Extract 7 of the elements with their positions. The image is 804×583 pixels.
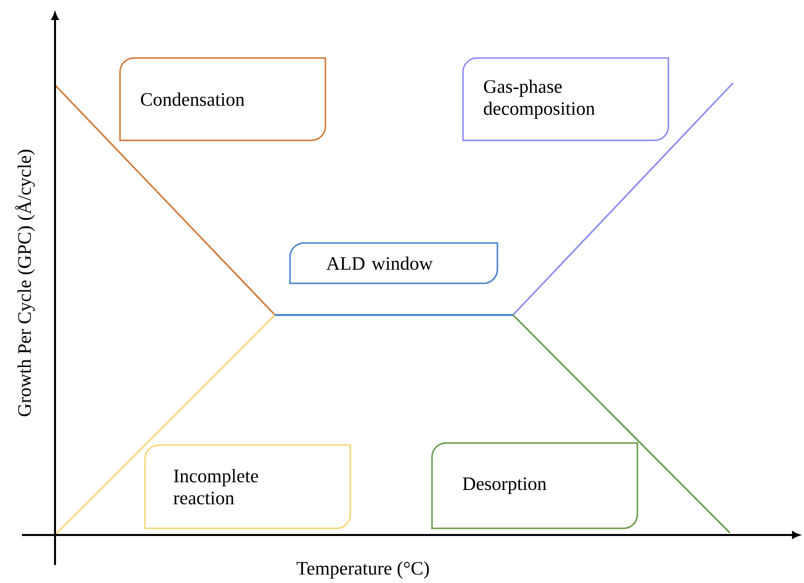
label-box: Incomplete reaction: [144, 444, 352, 530]
x-axis-title: Temperature (°C): [296, 561, 429, 579]
y-axis-title: Growth Per Cycle (GPC) (Å/cycle): [15, 150, 35, 416]
label-box: ALD window: [289, 242, 498, 284]
label-box: Desorption: [431, 442, 638, 530]
label-box: Gas-phase decomposition: [462, 57, 670, 142]
label-box: Condensation: [119, 57, 326, 142]
